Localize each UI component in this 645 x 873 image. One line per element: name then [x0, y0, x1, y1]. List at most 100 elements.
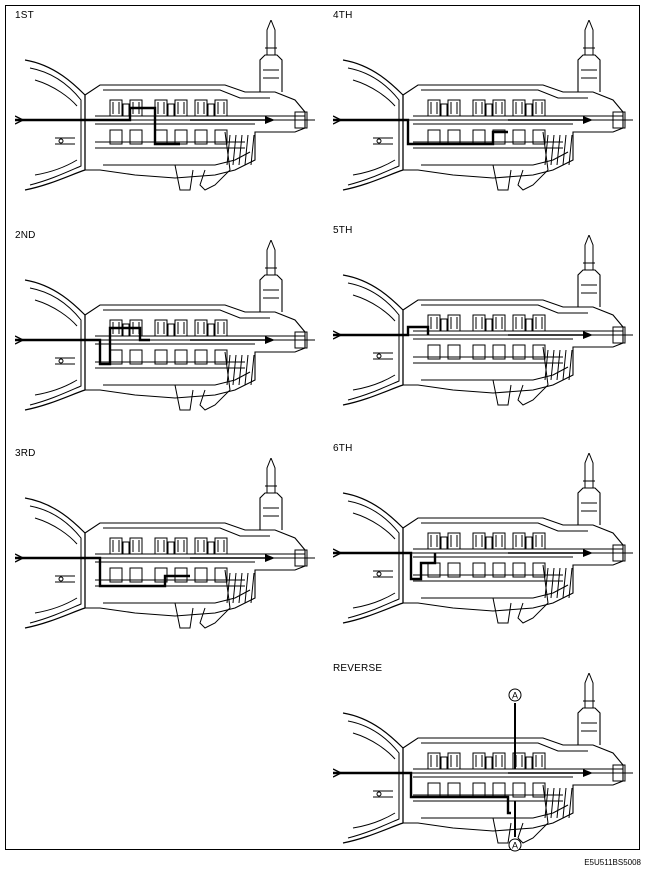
bell-housing-rib [352, 294, 396, 322]
case-rib [550, 787, 555, 819]
bell-housing-inner [29, 505, 82, 624]
shift-tower-detail [581, 480, 597, 512]
transmission-drawing [333, 453, 633, 624]
bell-housing-rib [34, 299, 78, 327]
synchronizer [485, 756, 493, 770]
transmission-diagram-4th [333, 20, 633, 191]
bell-housing-inner [29, 67, 82, 186]
counter-gear [194, 349, 208, 365]
bell-housing-inner [347, 282, 400, 401]
marker-a-top: A [508, 688, 522, 769]
bolt [376, 138, 382, 144]
bell-housing-rib [352, 374, 396, 391]
panel-5th-label: 5TH [333, 225, 353, 236]
rear-flange [294, 331, 308, 349]
output-arrow-icon [265, 336, 275, 344]
synchronizer [207, 541, 215, 555]
main-gear [472, 314, 486, 332]
main-gear [129, 537, 143, 555]
shift-tower-detail [581, 700, 597, 732]
case-rib [232, 354, 237, 386]
shift-tower-detail [581, 262, 597, 294]
panel-reverse-label: REVERSE [333, 663, 383, 674]
counter-gear [427, 344, 441, 360]
synchronizer [167, 541, 175, 555]
bell-housing-rib [34, 379, 78, 396]
bolt-lines [55, 137, 75, 145]
case-rib [250, 354, 255, 386]
counter-gear [214, 349, 228, 365]
drain-boss [492, 164, 512, 191]
rear-flange [612, 544, 626, 562]
tail-housing [517, 346, 549, 406]
main-gear [154, 537, 168, 555]
main-gear [194, 319, 208, 337]
output-arrow-icon [265, 554, 275, 562]
counter-gear [194, 567, 208, 583]
shift-tower [577, 269, 601, 307]
main-case [402, 299, 624, 394]
counter-gear [194, 129, 208, 145]
transmission-drawing [333, 235, 633, 406]
case-rib [544, 349, 549, 381]
transmission-diagram-3rd [15, 458, 315, 629]
transmission-drawing [15, 240, 315, 411]
drain-boss [174, 602, 194, 629]
output-arrow-icon [583, 549, 593, 557]
synchronizer [525, 318, 533, 332]
counter-gear [447, 562, 461, 578]
counter-gear [174, 349, 188, 365]
input-arrow-icon [15, 553, 25, 563]
transmission-diagram-1st [15, 20, 315, 191]
case-inner-line [103, 89, 270, 99]
synchronizer [440, 318, 448, 332]
main-gear [109, 99, 123, 117]
panel-6th-label: 6TH [333, 443, 353, 454]
counter-gear [532, 562, 546, 578]
transmission-diagram-5th [333, 235, 633, 406]
input-arrow-icon [333, 115, 343, 125]
counter-gear [129, 567, 143, 583]
case-rib [238, 572, 243, 604]
main-gear [174, 319, 188, 337]
power-flow-path [333, 325, 430, 337]
bell-housing-rib [352, 512, 396, 540]
bolt-lines [373, 352, 393, 360]
case-rib [568, 787, 573, 819]
case-inner-line [421, 304, 588, 314]
case-inner-line [421, 804, 569, 819]
main-gear [492, 532, 506, 550]
counter-gear [472, 344, 486, 360]
case-rib [544, 787, 549, 819]
synchronizer [525, 536, 533, 550]
drain-boss [174, 384, 194, 411]
bolt [58, 138, 64, 144]
case-rib [568, 134, 573, 166]
panel-4th: 4TH [333, 10, 633, 220]
main-case [402, 517, 624, 612]
main-gear [472, 99, 486, 117]
bolt [376, 791, 382, 797]
case-inner-line [103, 309, 270, 319]
bell-housing-rib [34, 79, 78, 107]
case-rib [562, 567, 567, 599]
bell-housing-rib [352, 592, 396, 609]
bell-housing-rib [34, 597, 78, 614]
input-arrow-icon [333, 768, 343, 778]
rear-flange [294, 111, 308, 129]
case-rib [238, 354, 243, 386]
main-gear [512, 314, 526, 332]
drain-boss [492, 379, 512, 406]
shift-lever [584, 235, 594, 270]
case-rib [226, 134, 231, 166]
shift-tower-detail [263, 485, 279, 517]
bell-housing-rib [352, 79, 396, 107]
main-gear [532, 314, 546, 332]
main-gear [472, 752, 486, 770]
bolt [58, 358, 64, 364]
main-gear [447, 532, 461, 550]
bolt-lines [55, 357, 75, 365]
panel-3rd: 3RD [15, 448, 315, 658]
counter-gear [154, 349, 168, 365]
